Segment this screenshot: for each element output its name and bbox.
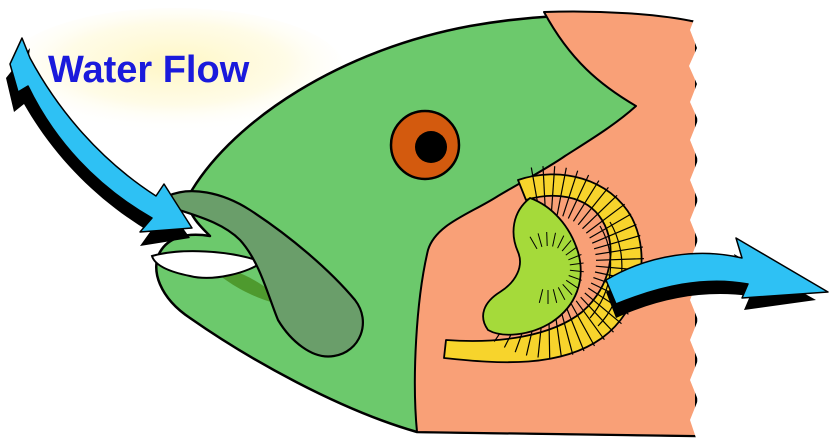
gill-arch-ridge: [547, 232, 548, 246]
cut-edge: [689, 0, 830, 444]
fish-eye-icon: [391, 111, 459, 179]
water-flow-label: Water Flow: [48, 48, 249, 92]
